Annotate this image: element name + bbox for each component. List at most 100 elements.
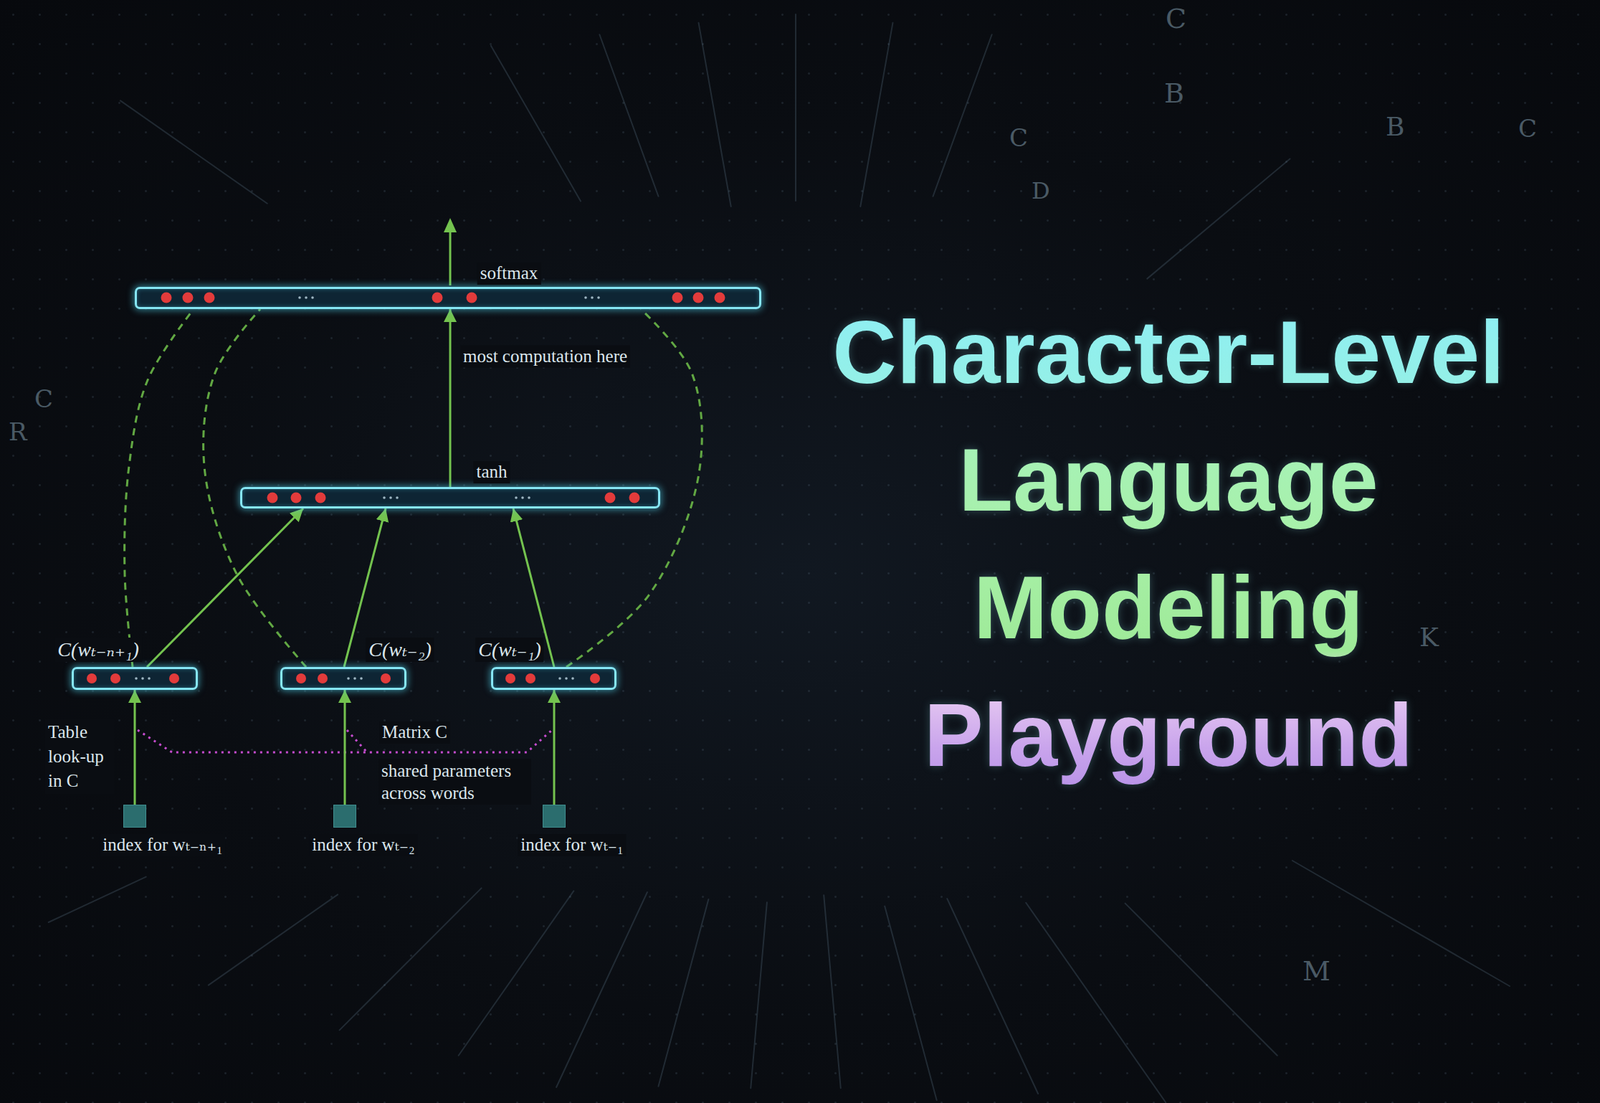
ellipsis-dot (298, 296, 302, 299)
layer-fill (134, 286, 762, 309)
light-streak (339, 887, 482, 1030)
background-letter: M (1299, 954, 1334, 988)
neuron-dot (204, 292, 216, 304)
neuron-dot (317, 673, 328, 684)
neuron-dot (525, 673, 536, 684)
word-index: index for wₜ₋ₙ₊₁ (123, 804, 147, 828)
neuron-dot (291, 492, 302, 504)
layer-fill (491, 666, 617, 690)
flow-arrow (146, 508, 304, 667)
background-letter: C (1006, 123, 1031, 153)
light-streak (884, 906, 937, 1100)
ellipsis-dot (141, 676, 145, 680)
ellipsis-dot (571, 676, 575, 680)
ellipsis-dot (521, 496, 525, 499)
background-letter: C (1515, 113, 1540, 144)
light-streak (823, 894, 841, 1088)
neuron-dot (466, 292, 478, 304)
ellipsis-dot (311, 296, 314, 299)
index-label: index for wₜ₋₂ (308, 833, 418, 856)
ellipsis-dot (564, 676, 568, 680)
neuron-dot (296, 673, 307, 684)
flow-arrow (134, 689, 137, 805)
ellipsis-dot (353, 676, 357, 680)
softmax-layer: softmax (134, 286, 762, 309)
ellipsis-dot (590, 296, 594, 299)
ellipsis-dot (584, 296, 588, 299)
neuron-dot (161, 292, 173, 304)
ellipsis-dot (382, 496, 386, 499)
output-arrow-head (443, 217, 457, 233)
neuron-dot (110, 673, 121, 684)
background-letter: R (5, 417, 31, 447)
flow-arrow (449, 308, 452, 487)
ellipsis-dot (514, 496, 518, 499)
light-streak (208, 893, 338, 985)
light-streak (556, 891, 648, 1087)
light-streak (658, 898, 709, 1087)
background-letter: C (1162, 2, 1190, 36)
background-letter: B (1382, 111, 1408, 142)
light-streak (1125, 903, 1278, 1056)
index-label: index for wₜ₋₁ (517, 833, 626, 856)
neuron-dots (86, 292, 726, 684)
neuron-dot (714, 292, 726, 304)
ellipsis-dot (147, 676, 151, 680)
background-letter: D (1028, 177, 1054, 206)
embedding-vector: C(wₜ₋₂) (280, 666, 407, 690)
light-streak (491, 45, 581, 202)
layer-fill (280, 666, 407, 690)
ellipsis-dot (558, 676, 562, 680)
ellipsis-dot (346, 676, 350, 680)
neuron-dot (629, 492, 641, 504)
embedding-label: C(wₜ₋ₙ₊₁) (54, 637, 142, 662)
neuron-dot (380, 673, 391, 684)
ellipsis-dot (597, 296, 600, 299)
ellipsis-dot (527, 496, 531, 499)
neuron-dot (605, 492, 616, 504)
light-streak (458, 890, 575, 1055)
word-index: index for wₜ₋₂ (333, 804, 357, 828)
output-arrow (443, 217, 457, 286)
flow-arrow (553, 689, 556, 805)
neuron-dot (169, 673, 180, 684)
light-streak (120, 100, 268, 203)
embedding-label: C(wₜ₋₁) (475, 637, 544, 662)
neuron-dot (86, 673, 97, 684)
flow-arrow (344, 689, 347, 805)
neuron-dot (315, 492, 327, 504)
layer-label: softmax (477, 262, 542, 285)
ellipsis-dot (395, 496, 399, 499)
light-streak (1025, 902, 1166, 1103)
ellipsis-dot (359, 676, 363, 680)
neuron-dot (693, 292, 704, 304)
embedding-vector: C(wₜ₋ₙ₊₁) (71, 666, 198, 690)
annotation: Matrix C (379, 721, 451, 744)
light-streak (698, 22, 732, 207)
tanh-layer: tanh (240, 486, 661, 509)
layer-fill (240, 486, 661, 509)
annotation: Table look-up in C (45, 718, 114, 794)
ellipsis-dot (389, 496, 393, 499)
index-label: index for wₜ₋ₙ₊₁ (99, 833, 226, 856)
output-arrow-shaft (449, 229, 452, 286)
light-streak (599, 34, 659, 197)
background-letter: B (1161, 77, 1188, 111)
background-letter: K (1416, 621, 1442, 653)
embedding-vector: C(wₜ₋₁) (491, 666, 617, 690)
light-streak (750, 901, 768, 1088)
light-streak (794, 14, 797, 201)
layer-label: tanh (473, 460, 510, 484)
neuron-dot (589, 673, 600, 684)
shared-matrix-line (346, 729, 368, 752)
neuron-dot (505, 673, 516, 684)
layer-fill (71, 666, 198, 690)
neuron-dot (672, 292, 684, 304)
word-index: index for wₜ₋₁ (542, 804, 566, 828)
ellipsis-dot (134, 676, 138, 680)
light-streak (48, 876, 147, 922)
neuron-dot (267, 492, 279, 504)
light-streak (946, 898, 1038, 1094)
light-streak (860, 22, 893, 207)
light-streak (933, 34, 993, 197)
